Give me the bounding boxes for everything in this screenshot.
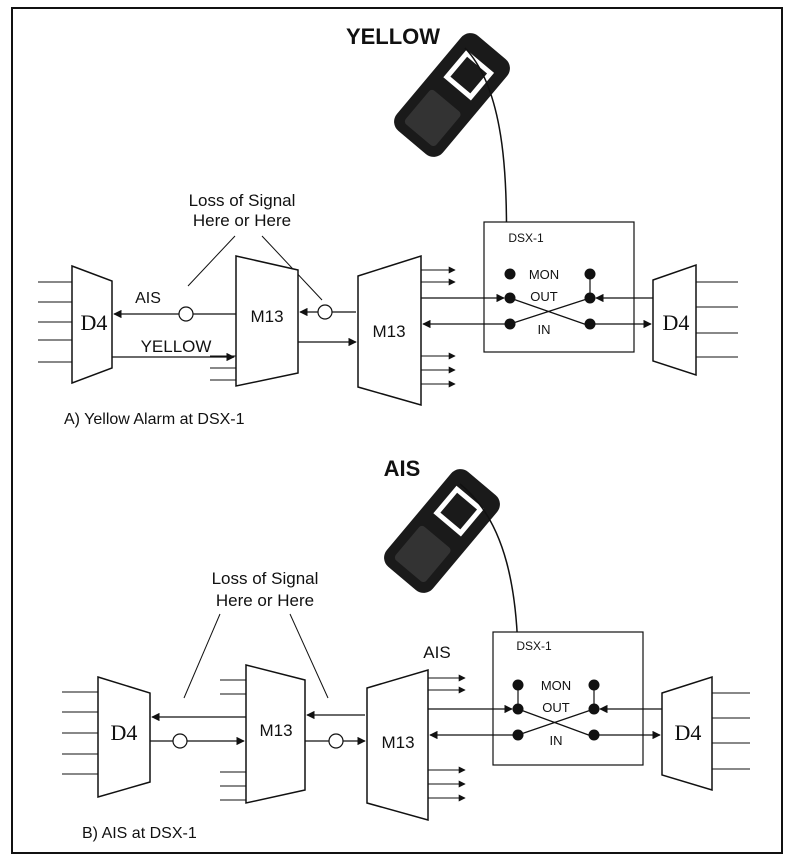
jack-out-right	[584, 292, 596, 304]
m13-left-label: M13	[250, 307, 283, 326]
pointer-line	[289, 613, 329, 699]
m13-left-multiplexer: M13	[220, 664, 306, 804]
jack-in-left	[504, 318, 516, 330]
loss-point-marker	[328, 733, 344, 749]
in-label: IN	[538, 322, 551, 337]
jack-out-left	[504, 292, 516, 304]
loss-point-marker	[172, 733, 188, 749]
d4-left-terminal: D4	[38, 264, 113, 385]
test-set-icon	[384, 469, 500, 593]
loss-of-signal-label: Loss of Signal	[189, 191, 296, 210]
loss-of-signal-label: Loss of Signal	[212, 569, 319, 588]
jack-in-left	[512, 729, 524, 741]
jack-in-right	[584, 318, 596, 330]
diagram-a-title: YELLOW	[346, 24, 440, 49]
out-label: OUT	[530, 289, 558, 304]
d4-left-terminal: D4	[62, 675, 151, 798]
dsx-1-panel: DSX-1 MON OUT IN	[483, 221, 635, 353]
d4-right-label: D4	[663, 310, 690, 335]
m13-left-label: M13	[259, 721, 292, 740]
loss-point-marker	[178, 306, 194, 322]
out-label: OUT	[542, 700, 570, 715]
figure-frame	[11, 7, 783, 854]
loss-here-label: Here or Here	[216, 591, 314, 610]
m13-right-multiplexer: M13	[357, 254, 456, 406]
test-set-icon	[394, 33, 510, 157]
jack-out-right	[588, 703, 600, 715]
d4-left-label: D4	[111, 720, 138, 745]
jack-in-right	[588, 729, 600, 741]
jack-mon-right	[584, 268, 596, 280]
d4-right-label: D4	[675, 720, 702, 745]
caption-a: A) Yellow Alarm at DSX-1	[64, 411, 245, 428]
loss-point-marker	[317, 304, 333, 320]
diagram-b: AIS Loss of Signal Here or Here D4	[62, 456, 750, 842]
m13-right-label: M13	[372, 322, 405, 341]
d4-left-label: D4	[81, 310, 108, 335]
pointer-line	[183, 613, 221, 699]
m13-left-multiplexer: M13	[210, 255, 299, 387]
mon-label: MON	[529, 267, 559, 282]
jack-mon-left	[504, 268, 516, 280]
d4-right-terminal: D4	[652, 263, 738, 377]
ais-label: AIS	[423, 643, 450, 662]
diagram-a: YELLOW Loss of Signal Here or Here D4	[38, 24, 738, 428]
in-label: IN	[550, 733, 563, 748]
m13-right-label: M13	[381, 733, 414, 752]
dsx-1-title: DSX-1	[516, 639, 552, 653]
jack-mon-right	[588, 679, 600, 691]
ais-label: AIS	[135, 290, 161, 307]
pointer-line	[187, 235, 236, 287]
mon-label: MON	[541, 678, 571, 693]
diagram-b-title: AIS	[384, 456, 421, 481]
jack-out-left	[512, 703, 524, 715]
loss-here-label: Here or Here	[193, 211, 291, 230]
d4-right-terminal: D4	[661, 675, 750, 792]
m13-right-multiplexer: M13	[366, 668, 466, 821]
dsx-1-title: DSX-1	[508, 231, 544, 245]
yellow-label: YELLOW	[141, 337, 212, 356]
dsx-1-panel: DSX-1 MON OUT IN	[492, 631, 644, 766]
caption-b: B) AIS at DSX-1	[82, 825, 197, 842]
jack-mon-left	[512, 679, 524, 691]
